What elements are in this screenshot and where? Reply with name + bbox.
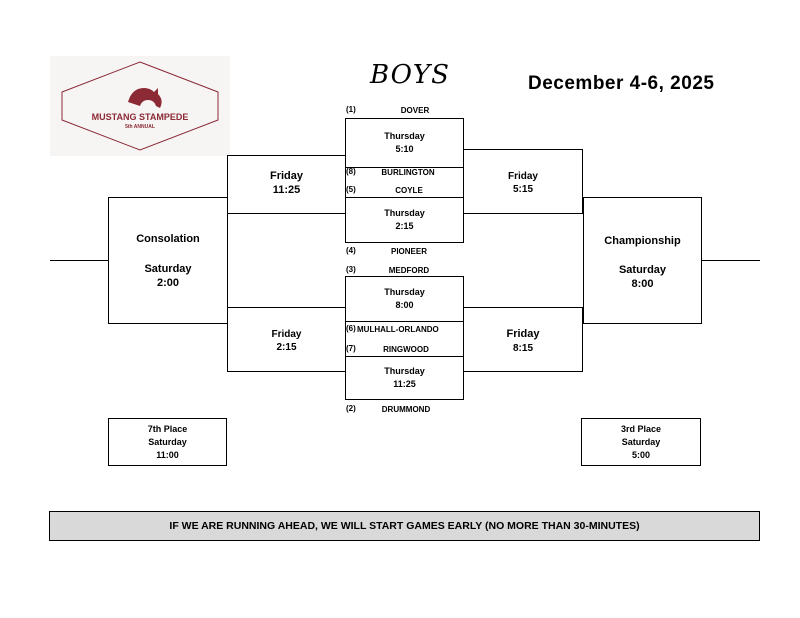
consolation-game: Consolation Saturday 2:00 (108, 197, 228, 324)
team-drummond: DRUMMOND (381, 405, 431, 414)
right-semifinal-1-time: 5:15 (512, 184, 533, 195)
bracket-title: BOYS (370, 60, 450, 90)
left-semifinal-1: Friday 11:25 (227, 155, 346, 214)
seed-4: (4) (346, 246, 356, 255)
quarterfinal-4-time: 11:25 (393, 379, 416, 389)
early-start-notice: IF WE ARE RUNNING AHEAD, WE WILL START G… (49, 511, 760, 541)
quarterfinal-1: Thursday 5:10 (345, 118, 464, 168)
quarterfinal-4-day: Thursday (384, 366, 425, 376)
right-semifinal-1-day: Friday (507, 171, 538, 182)
right-semifinal-2: Friday 8:15 (463, 307, 583, 372)
championship-outer-line (701, 260, 760, 261)
championship-time: 8:00 (631, 278, 654, 290)
seed-7: (7) (346, 344, 356, 353)
quarterfinal-3: Thursday 8:00 (345, 276, 464, 322)
right-semifinal-2-time: 8:15 (512, 343, 533, 354)
logo-edition: 5th ANNUAL (125, 124, 155, 130)
third-place-game: 3rd Place Saturday 5:00 (581, 418, 701, 466)
seventh-place-game: 7th Place Saturday 11:00 (108, 418, 227, 466)
quarterfinal-4: Thursday 11:25 (345, 356, 464, 400)
left-semifinal-2: Friday 2:15 (227, 307, 346, 372)
seventh-place-time: 11:00 (156, 450, 179, 460)
team-pioneer: PIONEER (390, 247, 427, 256)
seventh-place-day: Saturday (148, 437, 187, 447)
seed-2: (2) (346, 404, 356, 413)
logo-emblem (61, 61, 219, 151)
team-mulhall-orlando: MULHALL-ORLANDO (357, 325, 439, 334)
seed-3: (3) (346, 265, 356, 274)
seed-8: (8) (346, 167, 356, 176)
quarterfinal-1-time: 5:10 (395, 144, 414, 154)
quarterfinal-3-time: 8:00 (395, 300, 414, 310)
third-place-label: 3rd Place (620, 424, 662, 434)
right-semifinal-1: Friday 5:15 (463, 149, 583, 214)
tournament-dates: December 4-6, 2025 (528, 73, 715, 94)
third-place-time: 5:00 (631, 450, 650, 460)
third-place-day: Saturday (621, 437, 661, 447)
consolation-outer-line (50, 260, 108, 261)
quarterfinal-1-day: Thursday (384, 131, 425, 141)
seed-6: (6) (346, 324, 356, 333)
seed-1: (1) (346, 105, 356, 114)
right-semifinal-2-day: Friday (506, 328, 540, 340)
team-ringwood: RINGWOOD (383, 345, 429, 354)
consolation-label: Consolation (136, 233, 200, 245)
consolation-time: 2:00 (156, 277, 180, 289)
left-semifinal-2-day: Friday (271, 329, 302, 340)
seventh-place-label: 7th Place (147, 424, 188, 434)
left-semifinal-1-day: Friday (269, 170, 303, 182)
tournament-logo: MUSTANG STAMPEDE 5th ANNUAL (50, 56, 230, 156)
quarterfinal-2-time: 2:15 (395, 221, 414, 231)
left-semifinal-2-time: 2:15 (276, 342, 297, 353)
team-dover: DOVER (400, 106, 430, 115)
team-medford: MEDFORD (388, 266, 430, 275)
left-semifinal-1-time: 11:25 (272, 184, 301, 196)
team-burlington: BURLINGTON (381, 168, 435, 177)
seed-5: (5) (346, 185, 356, 194)
quarterfinal-3-day: Thursday (384, 287, 425, 297)
quarterfinal-2: Thursday 2:15 (345, 197, 464, 243)
championship-game: Championship Saturday 8:00 (583, 197, 702, 324)
championship-label: Championship (604, 235, 681, 247)
championship-day: Saturday (618, 264, 667, 276)
team-coyle: COYLE (395, 186, 423, 195)
consolation-day: Saturday (144, 263, 192, 275)
logo-name: MUSTANG STAMPEDE (91, 112, 189, 122)
quarterfinal-2-day: Thursday (384, 208, 425, 218)
